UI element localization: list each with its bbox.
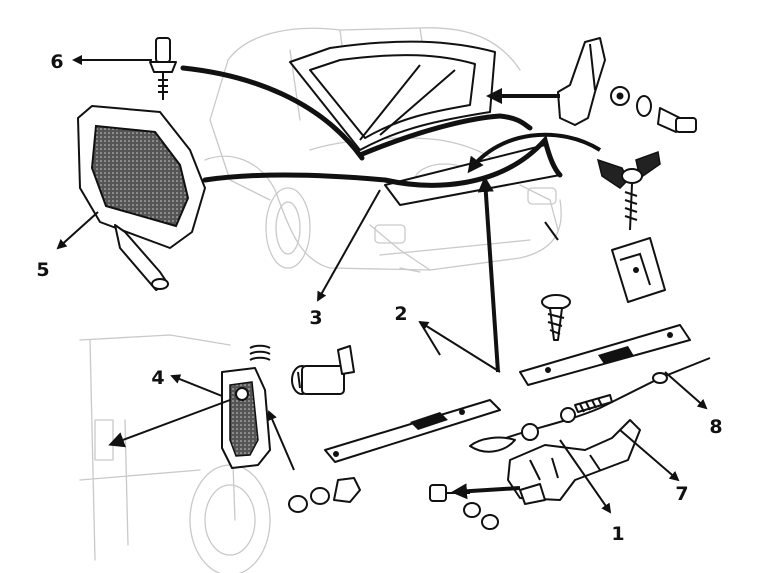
callout-2: 2 <box>394 303 407 325</box>
lock-assembly <box>221 344 361 513</box>
boot-lamp-part <box>77 105 206 291</box>
bolt-washers-bottom <box>429 484 499 530</box>
boot-seal-upper <box>357 113 533 158</box>
bump-stop-part <box>149 37 177 100</box>
car-body-outline <box>79 27 562 573</box>
screw-part <box>541 294 571 341</box>
assembly-arrows <box>451 88 602 500</box>
callout-1: 1 <box>611 523 624 545</box>
callout-3: 3 <box>309 307 322 329</box>
boot-seal-lower <box>202 134 563 188</box>
boot-lid <box>289 40 561 206</box>
callout-7: 7 <box>675 483 688 505</box>
pin-part <box>544 221 559 241</box>
trim-strips <box>324 324 691 463</box>
callout-4: 4 <box>151 367 164 389</box>
callout-8: 8 <box>709 416 722 438</box>
callout-5: 5 <box>36 259 49 281</box>
hinge-part <box>557 37 697 133</box>
bracket-plate <box>611 237 666 303</box>
callout-6: 6 <box>50 51 63 73</box>
leader-arrows <box>56 55 708 514</box>
seal-line-6 <box>180 65 365 161</box>
wing-nut-part <box>596 150 661 231</box>
release-cable <box>469 357 711 453</box>
boot-latch <box>507 407 641 505</box>
